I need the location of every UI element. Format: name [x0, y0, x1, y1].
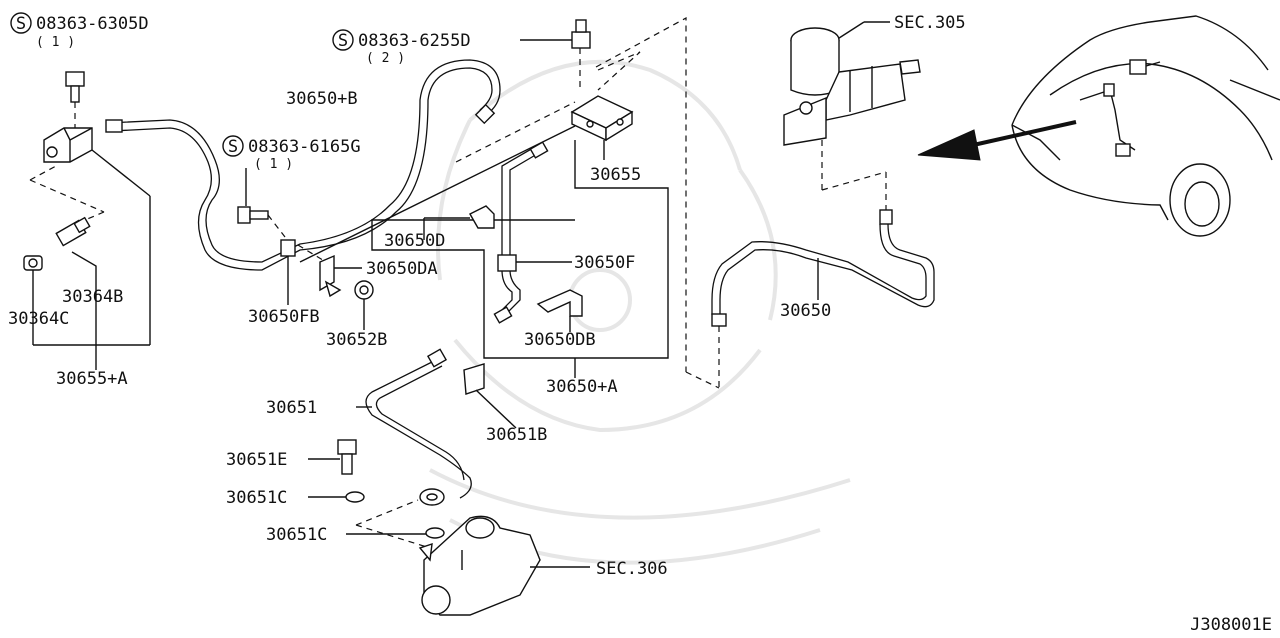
operating-cylinder-icon [418, 515, 541, 616]
label-30364c[interactable]: 30364C [8, 309, 69, 329]
label-08363-6305D[interactable]: 08363-6305D [36, 14, 149, 34]
label-30364b[interactable]: 30364B [62, 287, 123, 307]
label-30650da[interactable]: 30650DA [366, 259, 438, 279]
clip-icon [469, 205, 495, 229]
label-sec-305[interactable]: SEC.305 [894, 13, 966, 33]
label-sec-306[interactable]: SEC.306 [596, 559, 668, 579]
diagram-code: J308001E [1190, 615, 1272, 635]
pipe-icon [105, 59, 501, 271]
bolt-icon [571, 19, 591, 49]
union-fitting-icon [55, 216, 91, 247]
label-30655[interactable]: 30655 [590, 165, 641, 185]
label-30651[interactable]: 30651 [266, 398, 317, 418]
nut-icon [23, 255, 43, 271]
label-30651c[interactable]: 30651C [226, 488, 287, 508]
svg-text:S: S [228, 137, 238, 157]
clip-icon [280, 239, 296, 257]
bracket-icon [536, 289, 583, 317]
label-08363-6165G-qty: ( 1 ) [254, 157, 293, 172]
label-30650fb[interactable]: 30650FB [248, 307, 320, 327]
label-30650-b[interactable]: 30650+B [286, 89, 358, 109]
pipe-icon [365, 348, 472, 499]
label-08363-6165G[interactable]: 08363-6165G [248, 137, 361, 157]
label-08363-6255D-qty: ( 2 ) [366, 51, 405, 66]
standard-part-symbol: S [10, 12, 32, 34]
bolt-icon [337, 439, 357, 475]
label-08363-6305D-qty: ( 1 ) [36, 35, 75, 50]
vehicle-icon [1011, 15, 1280, 237]
washer-icon [345, 491, 365, 503]
label-30651e[interactable]: 30651E [226, 450, 287, 470]
washer-icon [425, 527, 445, 539]
label-30651b[interactable]: 30651B [486, 425, 547, 445]
svg-text:S: S [16, 14, 26, 34]
label-30650-a[interactable]: 30650+A [546, 377, 618, 397]
arrow-icon [917, 120, 1077, 161]
pipe-icon [711, 209, 935, 327]
label-30650d[interactable]: 30650D [384, 231, 445, 251]
label-30650[interactable]: 30650 [780, 301, 831, 321]
label-30652b[interactable]: 30652B [326, 330, 387, 350]
label-30650db[interactable]: 30650DB [524, 330, 596, 350]
label-30651c[interactable]: 30651C [266, 525, 327, 545]
banjo-fitting-icon [419, 488, 445, 506]
svg-text:S: S [338, 31, 348, 51]
clip-icon [463, 363, 485, 395]
standard-part-symbol: S [222, 135, 244, 157]
bracket-icon [43, 127, 93, 163]
label-30650f[interactable]: 30650F [574, 253, 635, 273]
label-08363-6255D[interactable]: 08363-6255D [358, 31, 471, 51]
standard-part-symbol: S [332, 29, 354, 51]
master-cylinder-icon [783, 27, 921, 146]
bolt-icon [65, 71, 85, 103]
connector-block-icon [570, 95, 634, 142]
grommet-icon [354, 280, 374, 300]
bracket-icon [319, 254, 342, 298]
label-30655-a[interactable]: 30655+A [56, 369, 128, 389]
bolt-icon [237, 206, 269, 224]
pipe-icon [493, 141, 549, 324]
clip-icon [497, 254, 517, 272]
